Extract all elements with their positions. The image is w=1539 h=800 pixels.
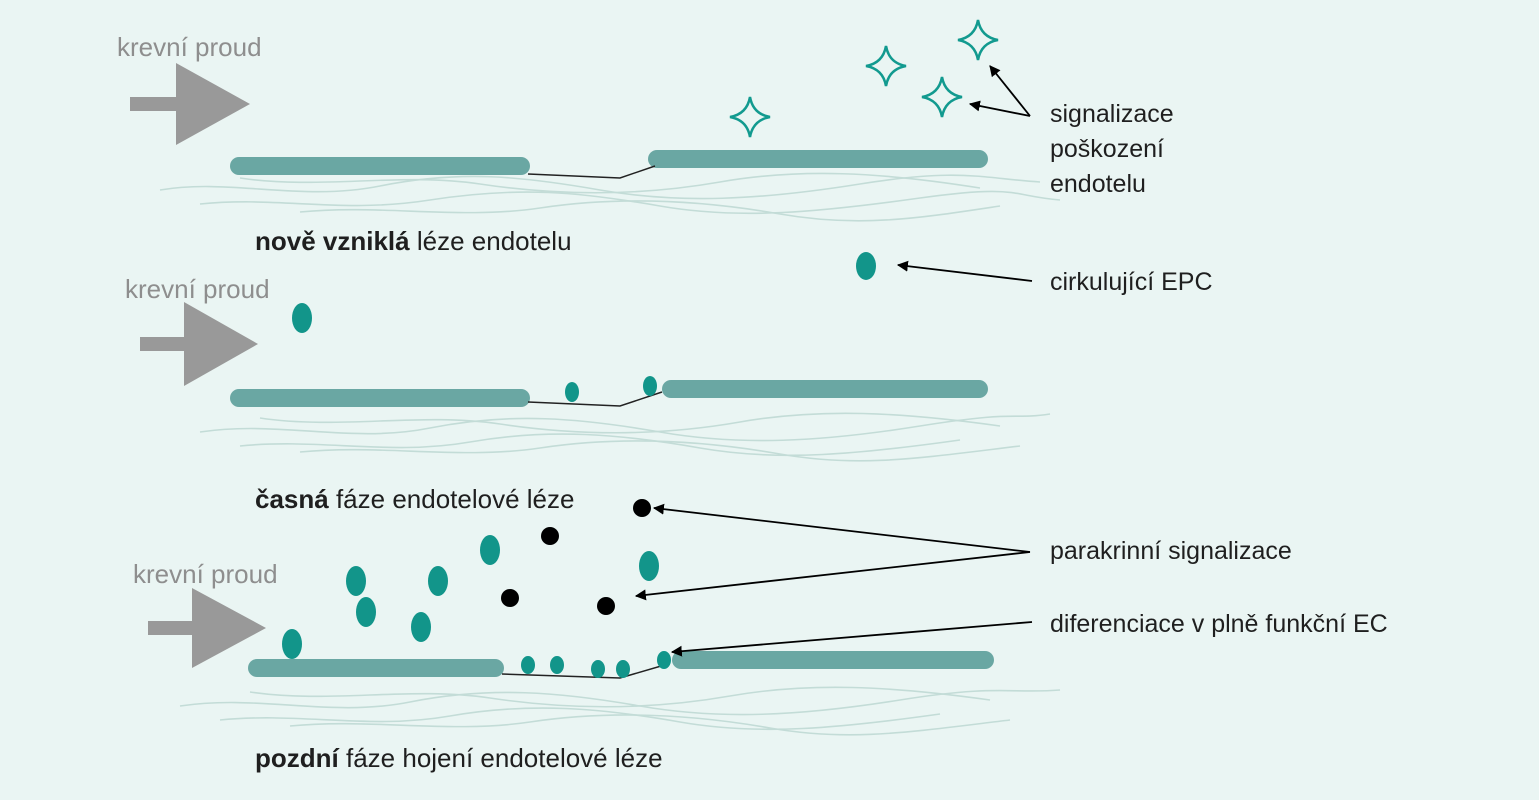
epc-cell — [639, 551, 659, 581]
epc-cell — [356, 597, 376, 627]
lesion-gap-line — [527, 165, 656, 179]
endothelium-segment-right — [672, 651, 994, 669]
epc-cell-adhering — [643, 376, 657, 396]
tissue-fibers — [179, 686, 1061, 736]
panel-late-phase — [148, 499, 1061, 736]
caption-rest: fáze hojení endotelové léze — [338, 743, 663, 773]
caption-panel-1: nově vzniklá léze endotelu — [255, 228, 572, 254]
epc-cell-icon — [856, 252, 876, 280]
epc-cell — [346, 566, 366, 596]
annotation-line: poškození — [1050, 135, 1164, 163]
lesion-gap-line — [527, 391, 663, 407]
arrow-to-differentiation — [670, 621, 1033, 657]
caption-rest: léze endotelu — [409, 226, 572, 256]
lesion-gap-line — [501, 663, 669, 679]
epc-cell — [292, 303, 312, 333]
damage-signal-star-icon — [920, 75, 964, 119]
epc-cell-adhering — [550, 656, 564, 674]
epc-cell — [428, 566, 448, 596]
endothelium-segment-right — [662, 380, 988, 398]
arrow-to-signal-2 — [968, 100, 1031, 117]
paracrine-dot — [541, 527, 559, 545]
panel-early-phase — [140, 302, 1051, 462]
flow-label-panel-2: krevní proud — [125, 274, 270, 304]
endothelium-segment-left — [230, 389, 530, 407]
flow-arrow-icon — [130, 63, 250, 145]
caption-panel-3: pozdní fáze hojení endotelové léze — [255, 745, 663, 771]
paracrine-dot — [501, 589, 519, 607]
caption-panel-2: časná fáze endotelové léze — [255, 486, 574, 512]
endothelium-segment-left — [230, 157, 530, 175]
annotation-line: endotelu — [1050, 170, 1146, 198]
epc-cell-adhering — [616, 660, 630, 678]
annotation-paracrine-signaling: parakrinní signalizace — [1050, 537, 1292, 565]
annotation-circulating-epc: cirkulující EPC — [1050, 268, 1213, 296]
epc-cell — [282, 629, 302, 659]
caption-rest: fáze endotelové léze — [328, 484, 575, 514]
annotation-differentiation: diferenciace v plně funkční EC — [1050, 610, 1388, 638]
arrow-to-paracrine-top — [652, 503, 1031, 553]
epc-cell-adhering — [521, 656, 535, 674]
arrow-to-epc — [896, 260, 1033, 282]
caption-bold: pozdní — [255, 743, 339, 773]
epc-cell-adhering — [565, 382, 579, 402]
flow-label-panel-1: krevní proud — [117, 32, 262, 62]
tissue-fibers — [159, 172, 1061, 222]
flow-label-panel-3: krevní proud — [133, 559, 278, 589]
epc-cell — [411, 612, 431, 642]
paracrine-dot — [633, 499, 651, 517]
caption-bold: nově vzniklá — [255, 226, 410, 256]
annotation-damage-signaling: signalizace poškození endotelu — [1050, 97, 1174, 202]
damage-signal-star-icon — [728, 95, 772, 139]
annotation-line: signalizace — [1050, 100, 1174, 128]
circulating-epc-legend — [856, 252, 1033, 282]
epc-cell-adhering — [657, 651, 671, 669]
paracrine-dot — [597, 597, 615, 615]
damage-signal-star-icon — [864, 44, 908, 88]
arrow-to-paracrine-bottom — [634, 551, 1031, 601]
arrow-to-signal-1 — [989, 65, 1031, 117]
endothelium-segment-left — [248, 659, 504, 677]
tissue-fibers — [199, 412, 1051, 462]
epc-cell-adhering — [591, 660, 605, 678]
panel-new-lesion — [130, 18, 1061, 222]
flow-arrow-icon — [148, 588, 266, 668]
flow-arrow-icon — [140, 302, 258, 386]
epc-cell — [480, 535, 500, 565]
caption-bold: časná — [255, 484, 329, 514]
damage-signal-star-icon — [956, 18, 1000, 62]
endothelium-segment-right — [648, 150, 988, 168]
